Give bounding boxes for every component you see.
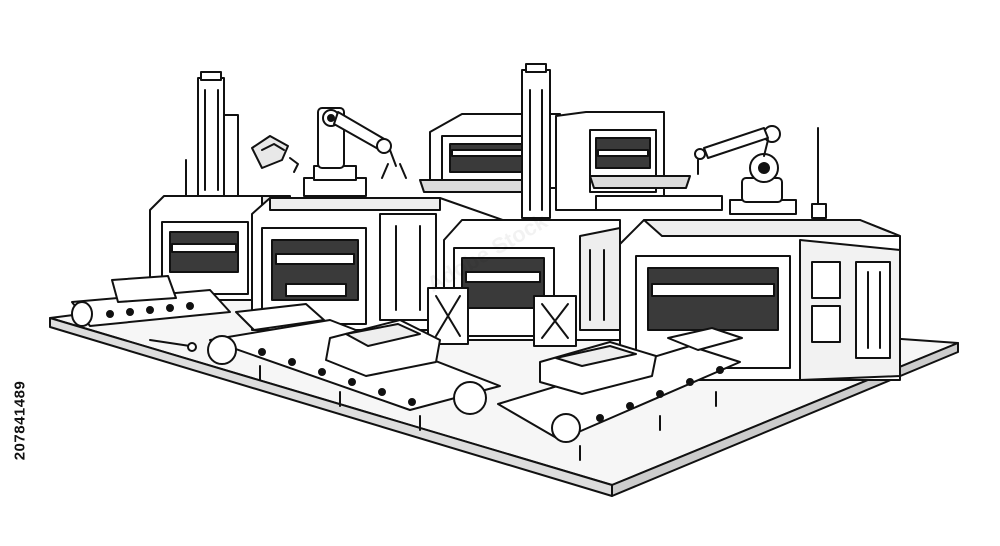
stock-id-label: 207841489	[11, 380, 29, 460]
exhaust-tower-left	[185, 71, 239, 197]
robot-arm-right	[694, 125, 797, 215]
car-body-3	[667, 327, 743, 351]
exhaust-tower-center	[521, 63, 551, 219]
floor-tool	[149, 339, 197, 352]
car-body-1	[325, 319, 441, 377]
conveyor-left	[71, 275, 231, 327]
antenna-pole	[811, 127, 827, 219]
crate-right	[533, 295, 577, 347]
building-center	[443, 219, 621, 341]
machine-back-right	[555, 111, 723, 211]
car-body-4	[235, 303, 325, 331]
car-body-2	[539, 341, 657, 395]
robot-arm-left	[303, 107, 407, 197]
gripper-part	[251, 135, 299, 173]
crate-left	[427, 287, 469, 345]
